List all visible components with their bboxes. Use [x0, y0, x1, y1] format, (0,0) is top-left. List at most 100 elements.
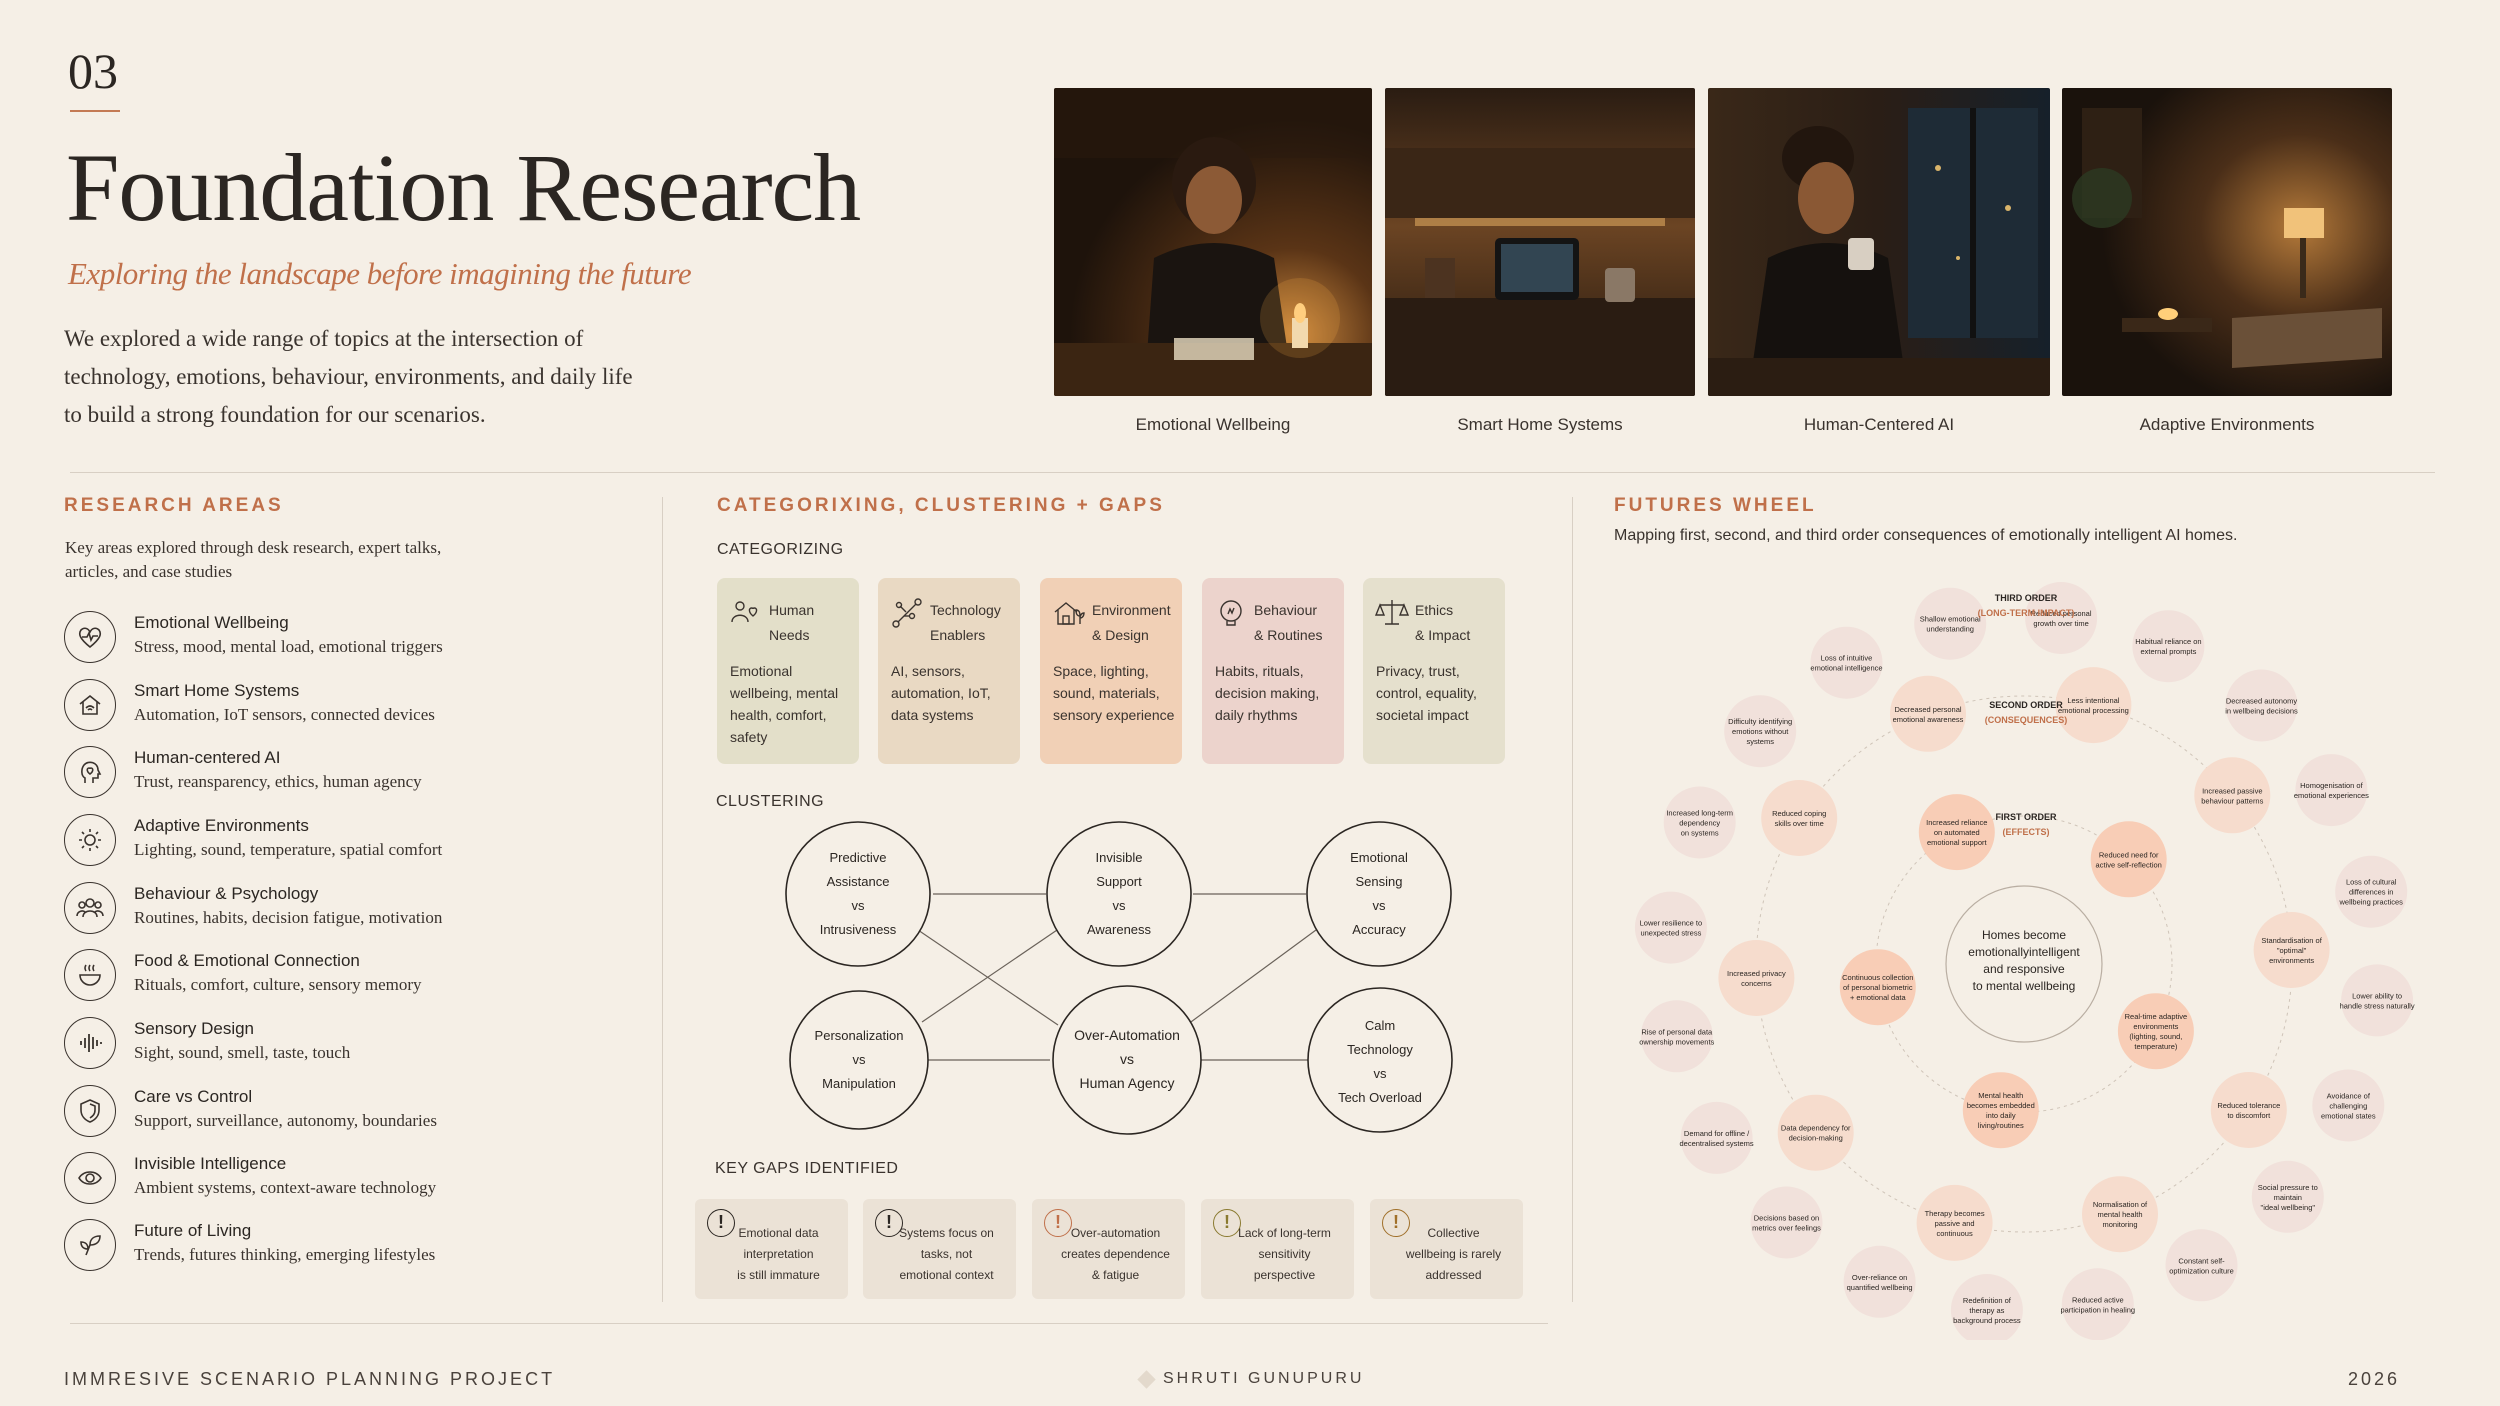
living-room-lamp-photo: [2062, 88, 2392, 396]
cluster-node-label: Tech Overload: [1338, 1090, 1422, 1105]
third-order-node: [2132, 610, 2205, 683]
cluster-node-label: Intrusiveness: [820, 922, 897, 937]
third-order-node-label: Decisions based on: [1754, 1214, 1819, 1223]
photo-caption-smart-home: Smart Home Systems: [1457, 415, 1623, 434]
second-order-node-label: behaviour patterns: [2201, 796, 2263, 805]
wheel-center-label: to mental wellbeing: [1973, 979, 2076, 993]
first-order-node-label: into daily: [1986, 1111, 2016, 1120]
third-order-node-label: "ideal wellbeing": [2261, 1203, 2316, 1212]
second-order-node-label: Reduced tolerance: [2217, 1101, 2280, 1110]
third-order-node: [1724, 695, 1797, 768]
third-order-node-label: unexpected stress: [1640, 929, 1701, 938]
first-order-node-label: + emotional data: [1850, 993, 1906, 1002]
category-card-behaviour-routines: Behaviour& Routines Habits, rituals, dec…: [1202, 578, 1344, 764]
page-number-underline: [70, 110, 120, 112]
category-card-environment-design: Environment& Design Space, lighting, sou…: [1040, 578, 1182, 764]
kitchen-tablet-photo: [1385, 88, 1695, 396]
page-intro: We explored a wide range of topics at th…: [64, 326, 633, 427]
research-area-title: Future of Living: [134, 1221, 252, 1240]
third-order-node-label: emotional experiences: [2294, 791, 2369, 800]
research-area-item: Smart Home Systems Automation, IoT senso…: [64, 679, 634, 737]
second-order-node-label: Increased privacy: [1727, 969, 1786, 978]
research-area-desc: Stress, mood, mental load, emotional tri…: [134, 637, 443, 656]
footer-author: SHRUTI GUNUPURU: [1163, 1370, 1365, 1387]
third-order-node: [1914, 587, 1987, 660]
cluster-node-label: Accuracy: [1352, 922, 1406, 937]
sound-wave-icon: [64, 1017, 116, 1069]
cluster-node-label: Manipulation: [822, 1076, 896, 1091]
third-order-node: [1634, 891, 1707, 964]
second-order-node: [1890, 675, 1966, 752]
third-order-node-label: handle stress naturally: [2340, 1001, 2415, 1010]
second-order-node: [2194, 757, 2271, 834]
category-desc: Privacy, trust, control, equality, socie…: [1376, 663, 1477, 723]
second-order-node-label: Standardisation of: [2261, 936, 2322, 945]
third-order-node-label: systems: [1746, 737, 1774, 746]
house-plant-icon: [1052, 596, 1086, 630]
page-number: 03: [68, 43, 118, 99]
third-order-node-label: emotions without: [1732, 727, 1789, 736]
third-order-node-label: differences in: [2349, 888, 2393, 897]
third-order-node-label: on systems: [1681, 829, 1719, 838]
category-desc: Habits, rituals, decision making, daily …: [1215, 663, 1320, 723]
futures-wheel-title: FUTURES WHEEL: [1614, 495, 1817, 516]
eye-icon: [64, 1152, 116, 1204]
third-order-node-label: Avoidance of: [2327, 1092, 2371, 1101]
cluster-node-label: Personalization: [815, 1028, 904, 1043]
third-order-node-label: Redefinition of: [1963, 1296, 2012, 1305]
page-subtitle: Exploring the landscape before imagining…: [68, 256, 692, 291]
first-order-node-label: temperature): [2134, 1042, 2177, 1051]
wheel-center-label: emotionallyintelligent: [1968, 945, 2080, 959]
research-areas-intro: Key areas explored through desk research…: [65, 538, 442, 581]
research-area-desc: Lighting, sound, temperature, spatial co…: [134, 840, 443, 859]
research-area-title: Adaptive Environments: [134, 816, 309, 835]
third-order-node: [2165, 1229, 2238, 1302]
second-order-node-label: to discomfort: [2227, 1111, 2271, 1120]
third-order-node-label: dependency: [1679, 819, 1720, 828]
second-order-node-label: Data dependency for: [1781, 1124, 1851, 1133]
cluster-node-label: Technology: [1347, 1042, 1413, 1057]
first-order-node-label: emotional support: [1927, 838, 1988, 847]
column-divider: [1572, 497, 1573, 1302]
first-order-node-label: Continuous collection: [1842, 973, 1913, 982]
categorizing-heading: CATEGORIZING: [717, 541, 844, 558]
third-order-node-label: Reduced personal: [2031, 609, 2092, 618]
research-area-title: Food & Emotional Connection: [134, 951, 360, 970]
second-order-node-label: Therapy becomes: [1925, 1209, 1985, 1218]
second-order-node-label: continuous: [1936, 1229, 1973, 1238]
second-order-node-label: Normalisation of: [2093, 1200, 2148, 1209]
woman-window-mug-photo: [1708, 88, 2050, 396]
third-order-node: [2341, 964, 2414, 1037]
second-order-node-label: Decreased personal: [1894, 705, 1961, 714]
first-order-node: [2117, 993, 2194, 1070]
cluster-node: [785, 821, 931, 967]
heart-pulse-icon: [64, 611, 116, 663]
second-order-label: SECOND ORDER: [1989, 700, 2063, 710]
third-order-node-label: quantified wellbeing: [1847, 1283, 1913, 1292]
research-area-item: Behaviour & Psychology Routines, habits,…: [64, 882, 634, 940]
third-order-node: [1750, 1186, 1823, 1259]
category-desc: Emotional wellbeing, mental health, comf…: [730, 663, 839, 745]
third-order-node-label: growth over time: [2033, 619, 2088, 628]
photo-caption-adaptive-environments: Adaptive Environments: [2139, 415, 2315, 434]
third-order-node-label: Lower ability to: [2352, 991, 2402, 1000]
research-area-desc: Trust, reansparency, ethics, human agenc…: [134, 772, 422, 791]
wheel-center-label: Homes become: [1982, 928, 2066, 942]
third-order-node-label: Social pressure to: [2258, 1183, 2318, 1192]
cluster-node: [1306, 821, 1452, 967]
section-divider: [70, 472, 2435, 473]
smart-home-icon: [64, 679, 116, 731]
research-area-desc: Routines, habits, decision fatigue, moti…: [134, 908, 443, 927]
third-order-node: [2295, 754, 2368, 827]
second-order-node-label: Less intentional: [2067, 696, 2119, 705]
exclamation-icon: !: [875, 1209, 903, 1237]
cluster-node-label: Assistance: [827, 874, 890, 889]
second-order-node-label: skills over time: [1775, 819, 1824, 828]
